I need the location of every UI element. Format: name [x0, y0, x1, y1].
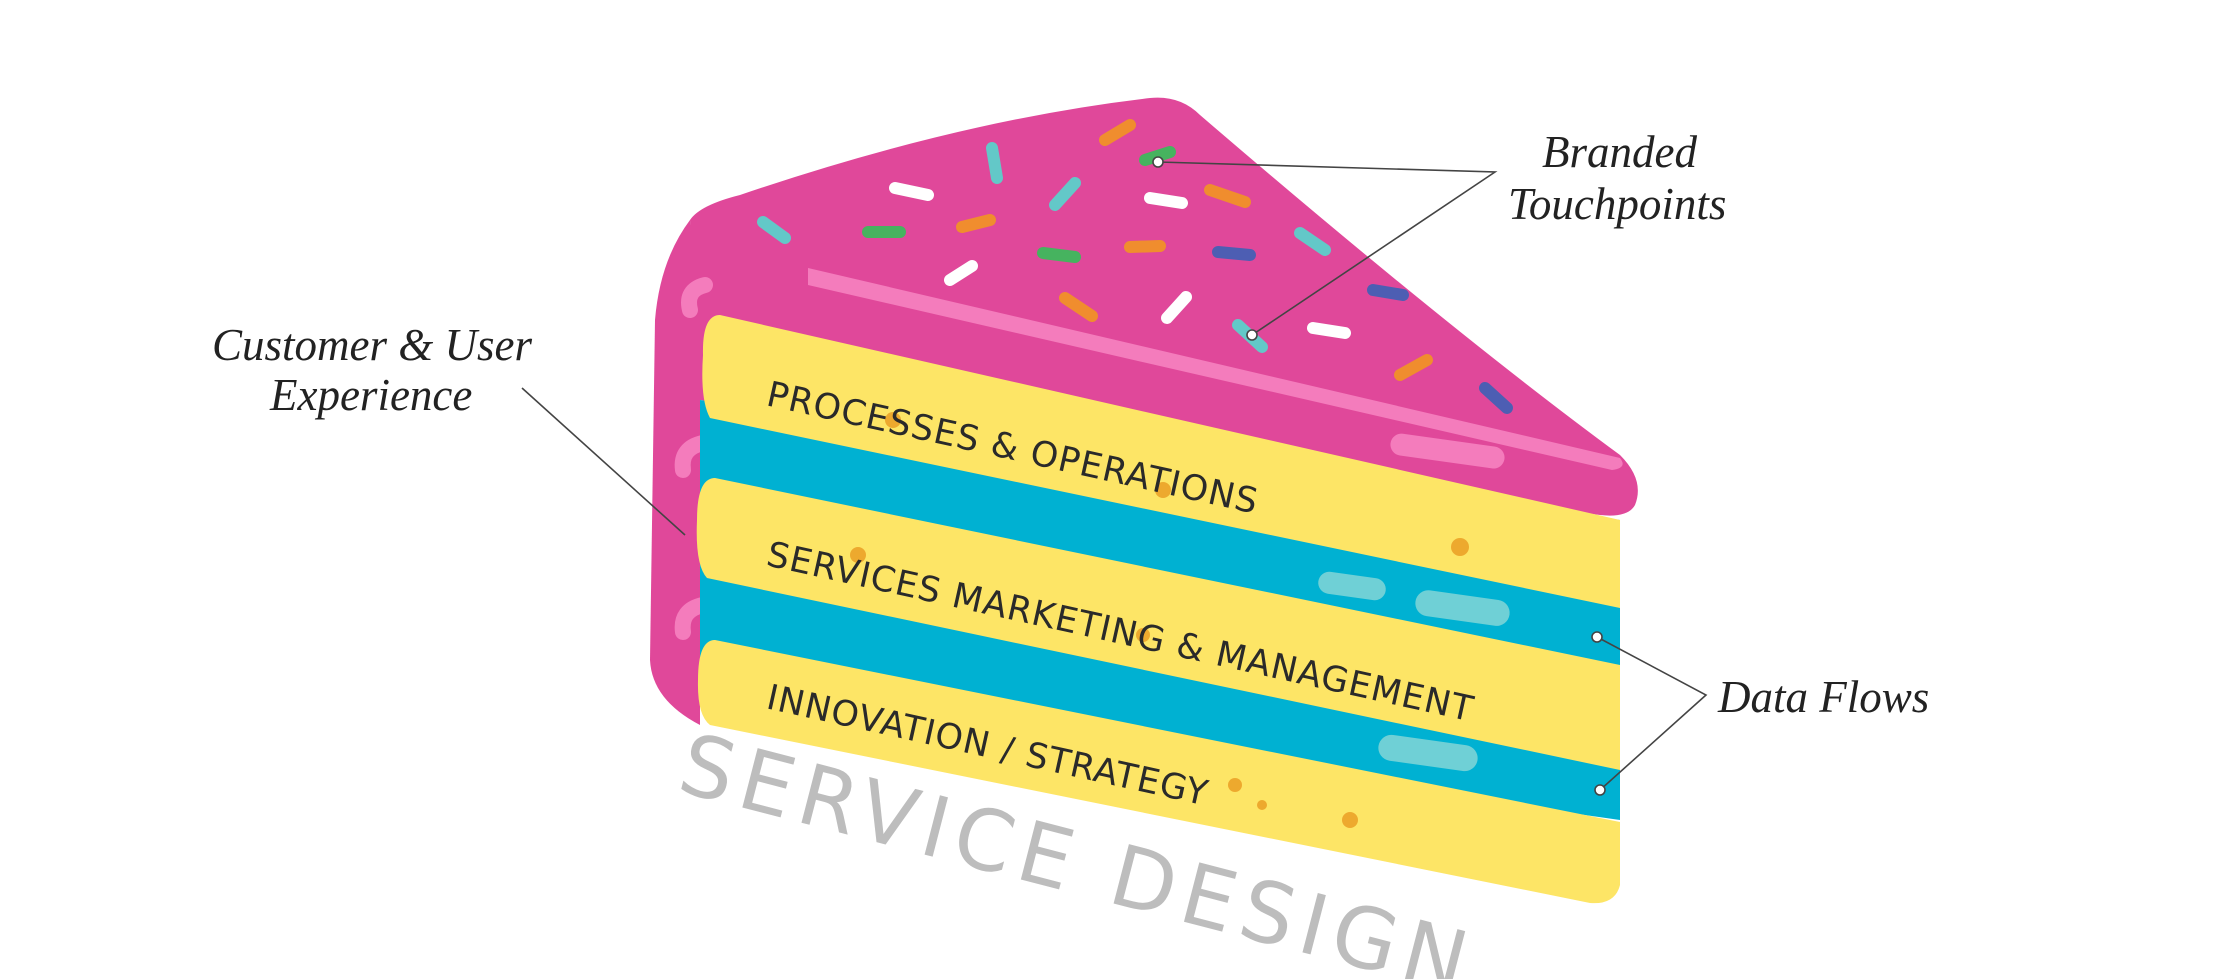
- leader-dot: [1152, 156, 1164, 168]
- leader-dot: [1246, 329, 1258, 341]
- sprinkle: [1049, 177, 1081, 211]
- sprinkle: [1124, 240, 1166, 253]
- annotation-branded-touchpoints: Branded Touchpoints: [1152, 127, 1726, 341]
- leader-line: [521, 387, 686, 536]
- frosting-blob: [1390, 433, 1505, 469]
- sprinkle: [1144, 192, 1188, 209]
- sprinkle: [1394, 354, 1433, 381]
- drip-highlight-3: [674, 597, 711, 640]
- sprinkle: [1161, 291, 1192, 324]
- data-flows-label: Data Flows: [1717, 672, 1929, 722]
- sprinkle: [889, 182, 934, 201]
- customer-experience-line1: Customer & User: [212, 320, 532, 370]
- sprinkle: [1204, 184, 1251, 208]
- leader-dot: [1591, 631, 1603, 643]
- speck: [850, 547, 866, 563]
- sprinkle: [1037, 247, 1081, 263]
- sprinkle: [1139, 146, 1176, 166]
- leader-line: [1157, 161, 1498, 336]
- filling-highlight: [1378, 734, 1478, 772]
- filling-highlight: [1415, 590, 1510, 626]
- speck: [1451, 538, 1469, 556]
- sprinkle: [1479, 382, 1513, 414]
- sprinkle: [757, 216, 791, 244]
- sprinkle: [986, 142, 1003, 184]
- filling-highlight: [1318, 571, 1386, 601]
- branded-touchpoints-line1: Branded: [1542, 127, 1697, 177]
- speck: [1342, 812, 1358, 828]
- sprinkle: [1059, 292, 1098, 322]
- annotation-data-flows: Data Flows: [1591, 631, 1929, 796]
- cake-layers: [696, 315, 1620, 904]
- sprinkle: [1307, 322, 1351, 339]
- speck: [1228, 778, 1242, 792]
- sprinkles: [757, 119, 1513, 414]
- sponge-layer-bottom: [697, 640, 1620, 904]
- speck: [885, 412, 901, 428]
- sponge-layer-top: [702, 315, 1620, 608]
- leader-line: [1596, 636, 1708, 791]
- sprinkle: [1212, 246, 1256, 261]
- sponge-layer-middle: [696, 478, 1620, 770]
- sprinkle: [944, 260, 978, 286]
- speck: [1257, 800, 1267, 810]
- branded-touchpoints-line2: Touchpoints: [1508, 179, 1726, 229]
- sprinkle: [956, 214, 996, 233]
- sprinkle: [1294, 227, 1331, 256]
- speck: [1155, 482, 1171, 498]
- sprinkle: [1099, 119, 1136, 146]
- drip-highlight-2: [674, 435, 711, 478]
- sprinkle: [1367, 284, 1409, 301]
- speck: [1136, 628, 1150, 642]
- frosting-side: [650, 220, 700, 725]
- drip-highlight-1: [681, 277, 713, 318]
- frosting-edge-highlight: [808, 268, 1623, 470]
- customer-experience-line2: Experience: [269, 370, 472, 420]
- annotation-customer-experience: Customer & User Experience: [212, 320, 686, 536]
- leader-dot: [1594, 784, 1606, 796]
